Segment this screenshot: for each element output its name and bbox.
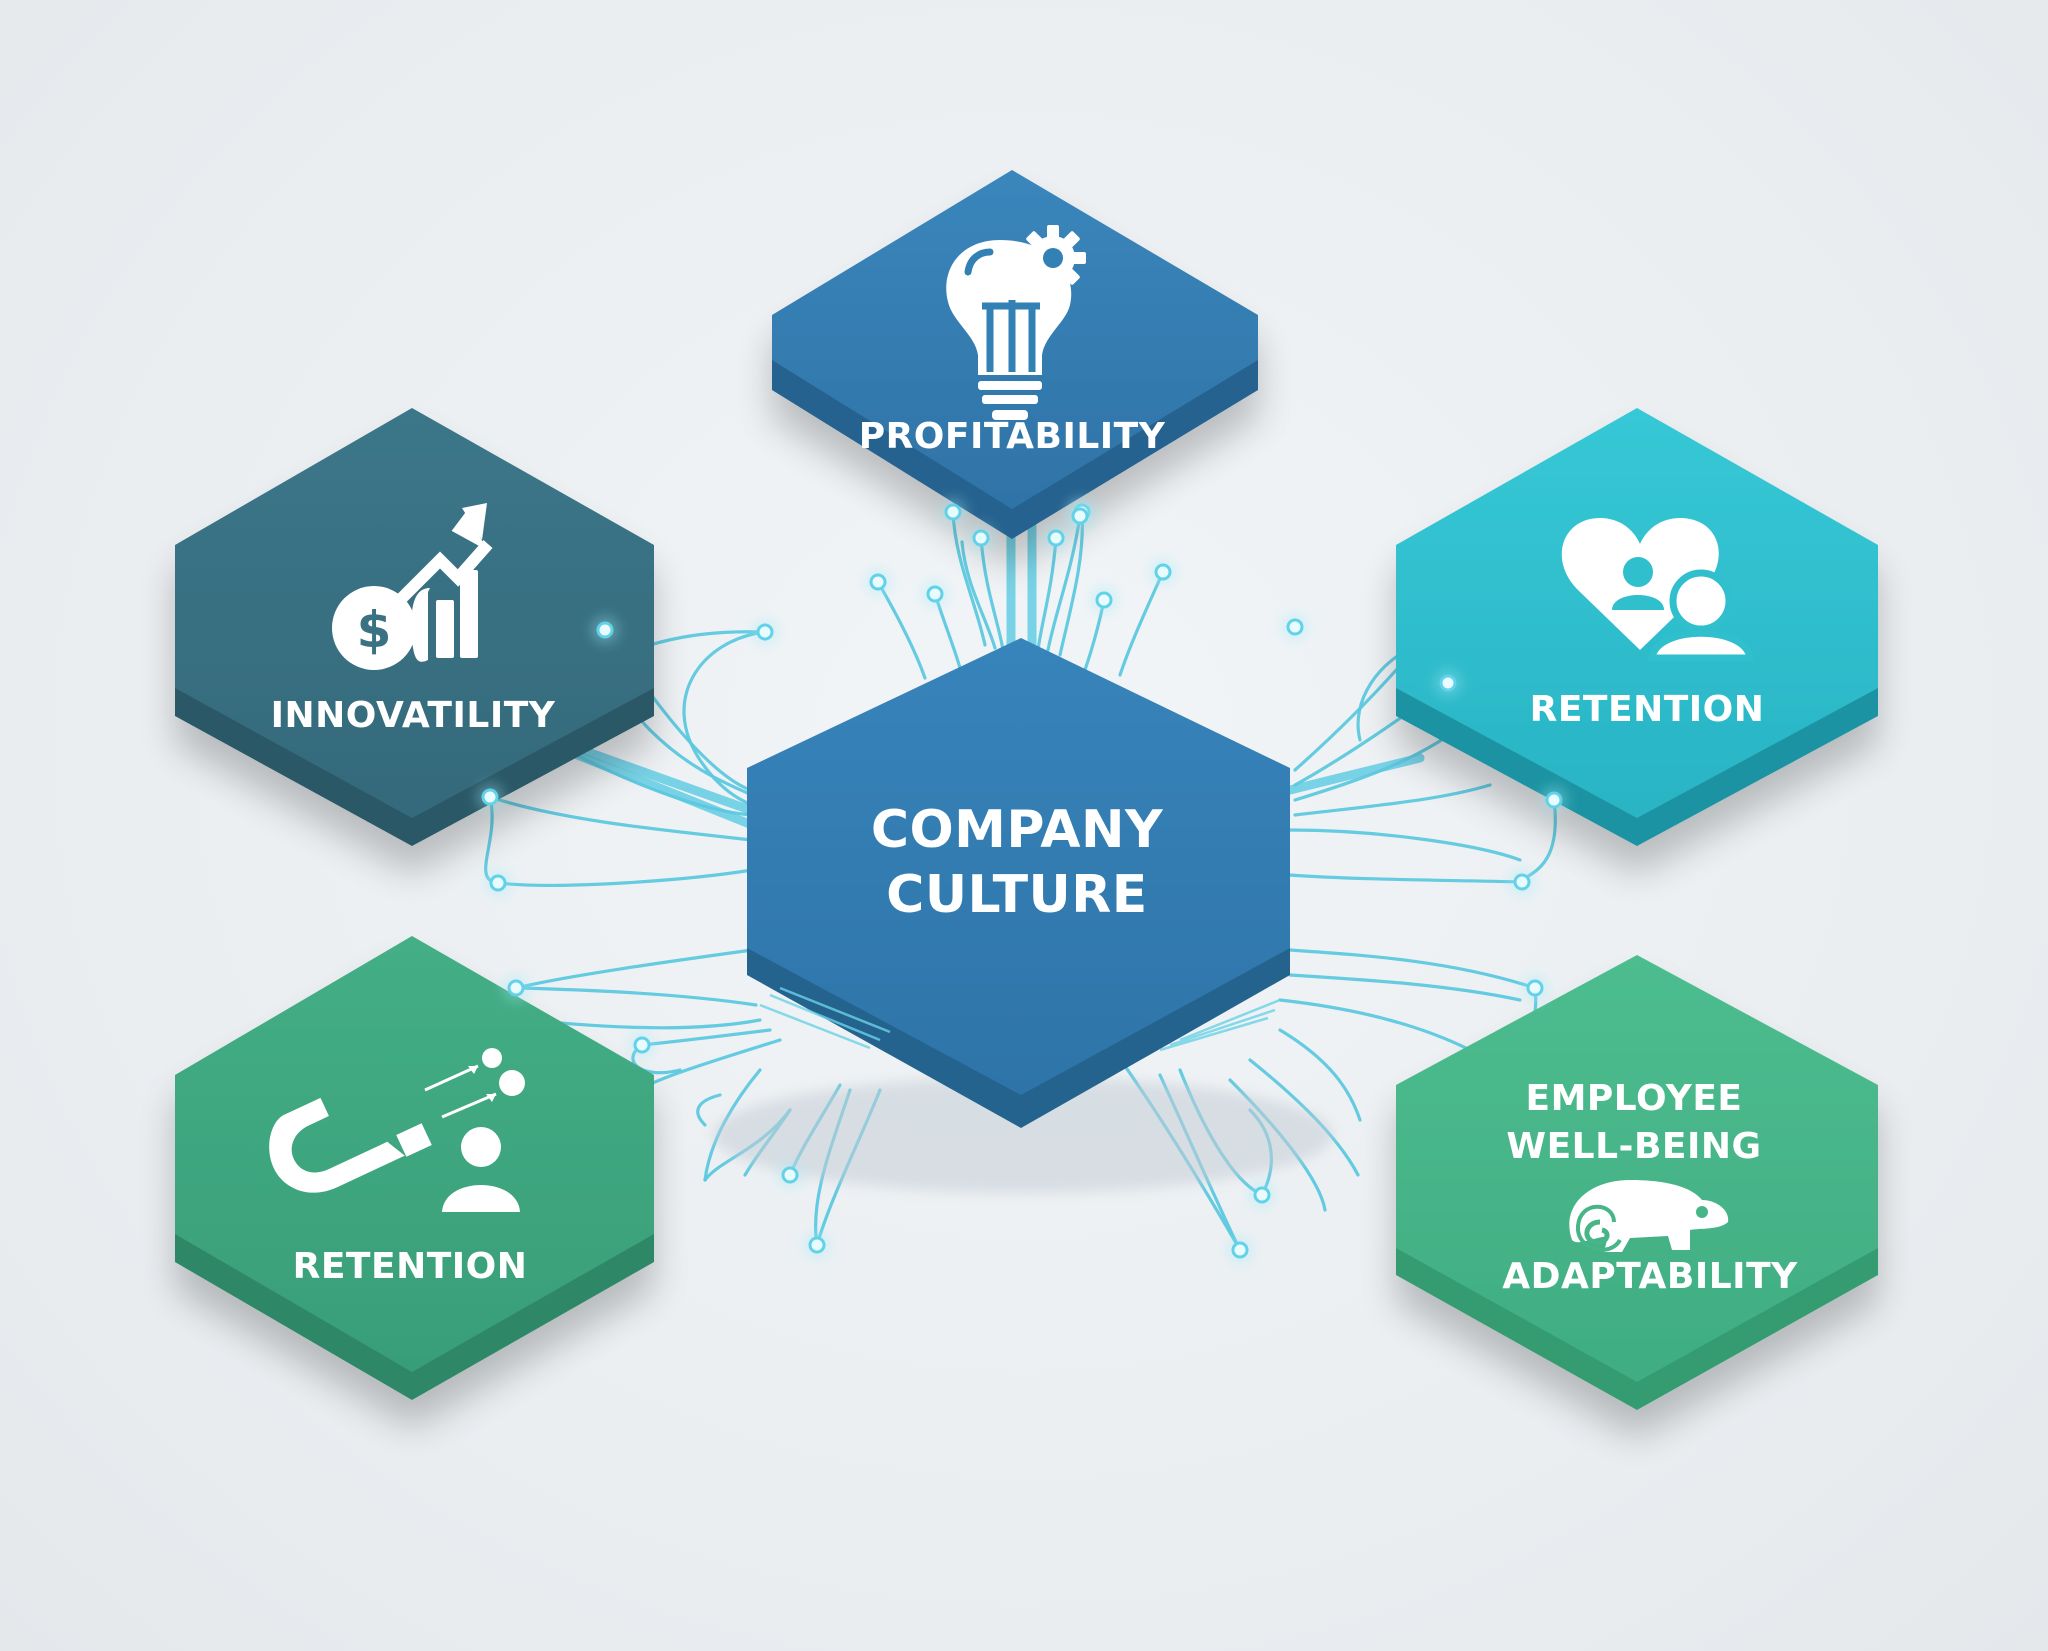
- connector-node: [481, 788, 499, 806]
- connector-nodes: [476, 498, 1568, 1264]
- connector-node: [972, 529, 990, 547]
- connector-node: [944, 503, 962, 521]
- label-company: COMPANY: [871, 800, 1164, 860]
- connector-node: [808, 1236, 826, 1254]
- connector-node: [596, 621, 614, 639]
- connector-node: [756, 623, 774, 641]
- connector-node: [869, 573, 887, 591]
- connector-node: [1095, 591, 1113, 609]
- connector-node: [1513, 873, 1531, 891]
- connector-node: [781, 1166, 799, 1184]
- magnet-person-icon: [269, 1048, 525, 1212]
- dollar-growth-chart-icon: $: [332, 503, 493, 670]
- connector-node: [1545, 791, 1563, 809]
- connector-node: [489, 874, 507, 892]
- connector-node: [1526, 979, 1544, 997]
- label-profitability: PROFITABILITY: [859, 416, 1166, 457]
- connector-node: [1154, 563, 1172, 581]
- label-retention-top: RETENTION: [1530, 689, 1765, 730]
- label-adaptability: ADAPTABILITY: [1502, 1256, 1798, 1297]
- connector-node: [633, 1036, 651, 1054]
- hex-company-culture: [713, 638, 1333, 1193]
- label-retention-bottom: RETENTION: [293, 1246, 528, 1287]
- svg-text:$: $: [357, 601, 392, 659]
- heart-people-icon: [1561, 518, 1754, 662]
- label-employee: EMPLOYEE: [1525, 1078, 1742, 1119]
- connector-node: [507, 979, 525, 997]
- connector-node: [1253, 1186, 1271, 1204]
- connector-node: [1231, 1241, 1249, 1259]
- connector-node: [1047, 529, 1065, 547]
- connector-node: [926, 585, 944, 603]
- label-innovatility: INNOVATILITY: [271, 695, 556, 736]
- label-culture: CULTURE: [886, 865, 1148, 925]
- label-well-being: WELL-BEING: [1506, 1126, 1761, 1167]
- connector-node: [1286, 618, 1304, 636]
- chameleon-icon: [1569, 1180, 1729, 1252]
- hex-retention-bottom: [175, 936, 654, 1400]
- connector-node: [1439, 674, 1457, 692]
- connector-node: [1071, 507, 1089, 525]
- lightbulb-gear-icon: [946, 225, 1086, 420]
